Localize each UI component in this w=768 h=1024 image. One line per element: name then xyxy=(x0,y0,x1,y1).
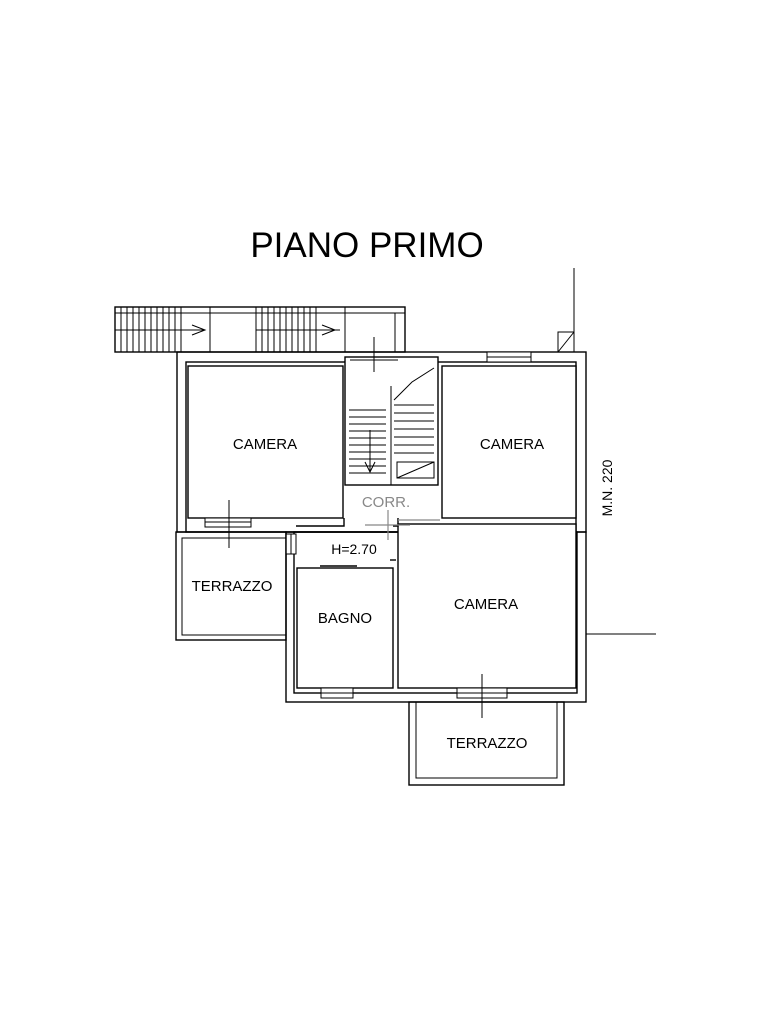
room-label-camera-se: CAMERA xyxy=(454,596,518,613)
plan-title: PIANO PRIMO xyxy=(250,226,483,265)
room-label-terrazzo-w: TERRAZZO xyxy=(192,578,273,595)
corridor-marker xyxy=(365,510,440,540)
room-label-camera-ne: CAMERA xyxy=(480,436,544,453)
room-label-terrazzo-s: TERRAZZO xyxy=(447,735,528,752)
terraces xyxy=(175,531,565,786)
room-label-bagno: BAGNO xyxy=(318,610,372,627)
corner-detail xyxy=(557,268,575,353)
ceiling-height-label: H=2.70 xyxy=(331,541,377,557)
cadastral-reference: M.N. 220 xyxy=(599,459,615,516)
internal-stair xyxy=(349,337,435,485)
external-stair xyxy=(114,306,406,353)
room-label-corr: CORR. xyxy=(362,494,410,511)
windows xyxy=(204,351,532,718)
room-label-camera-nw: CAMERA xyxy=(233,436,297,453)
